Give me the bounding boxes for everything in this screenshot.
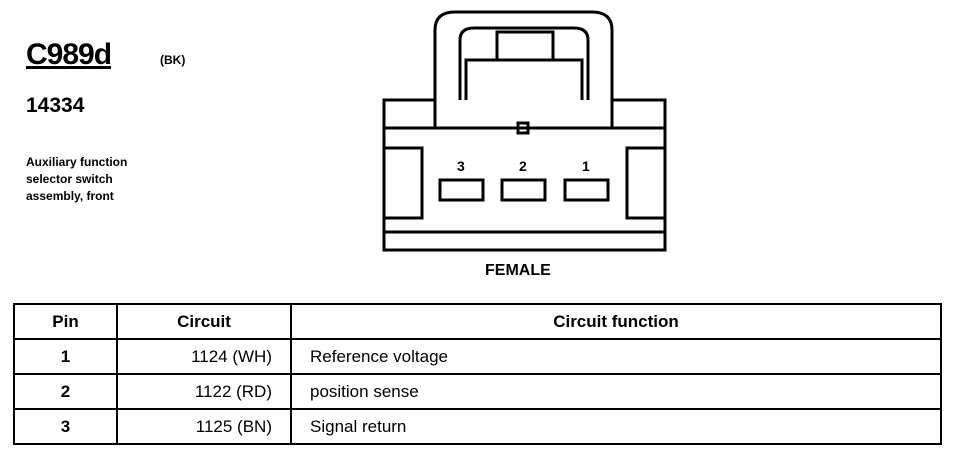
component-description: Auxiliary function selector switch assem… (26, 155, 128, 203)
housing-body (382, 126, 667, 252)
latch-inner (458, 26, 590, 100)
latch-tab (495, 30, 555, 62)
pin-cavity-2 (500, 178, 547, 202)
header-pin: Pin (13, 303, 118, 340)
cell-function: Reference voltage (290, 338, 942, 375)
cell-pin: 3 (13, 408, 118, 445)
pin-cavity-3 (438, 178, 485, 202)
right-rib (625, 146, 665, 220)
left-rib (384, 146, 424, 220)
table-row: 1 1124 (WH) Reference voltage (13, 338, 942, 375)
pin-cavity-1 (563, 178, 610, 202)
connector-gender-label: FEMALE (485, 262, 551, 279)
table-row: 3 1125 (BN) Signal return (13, 408, 942, 445)
header-circuit: Circuit (116, 303, 292, 340)
cell-pin: 1 (13, 338, 118, 375)
latch-outer (433, 10, 614, 100)
connector-color-code: (BK) (160, 53, 186, 67)
pin-label-1: 1 (582, 158, 590, 174)
cell-circuit: 1122 (RD) (116, 373, 292, 410)
cell-circuit: 1125 (BN) (116, 408, 292, 445)
cell-circuit: 1124 (WH) (116, 338, 292, 375)
upper-step (433, 100, 614, 128)
cell-function: position sense (290, 373, 942, 410)
latch-rails (464, 58, 584, 100)
connector-face-diagram (382, 10, 667, 252)
right-shoulder (612, 98, 667, 128)
left-shoulder (382, 98, 435, 128)
header-circuit-function: Circuit function (290, 303, 942, 340)
table-header-row: Pin Circuit Circuit function (13, 303, 942, 340)
pin-label-2: 2 (519, 158, 527, 174)
connector-id: C989d (26, 38, 112, 71)
table-row: 2 1122 (RD) position sense (13, 373, 942, 410)
part-number: 14334 (26, 94, 85, 117)
pinout-table: Pin Circuit Circuit function 1 1124 (WH)… (13, 303, 942, 445)
pin-label-3: 3 (457, 158, 465, 174)
polarity-key-mark (516, 121, 530, 135)
cell-function: Signal return (290, 408, 942, 445)
cell-pin: 2 (13, 373, 118, 410)
